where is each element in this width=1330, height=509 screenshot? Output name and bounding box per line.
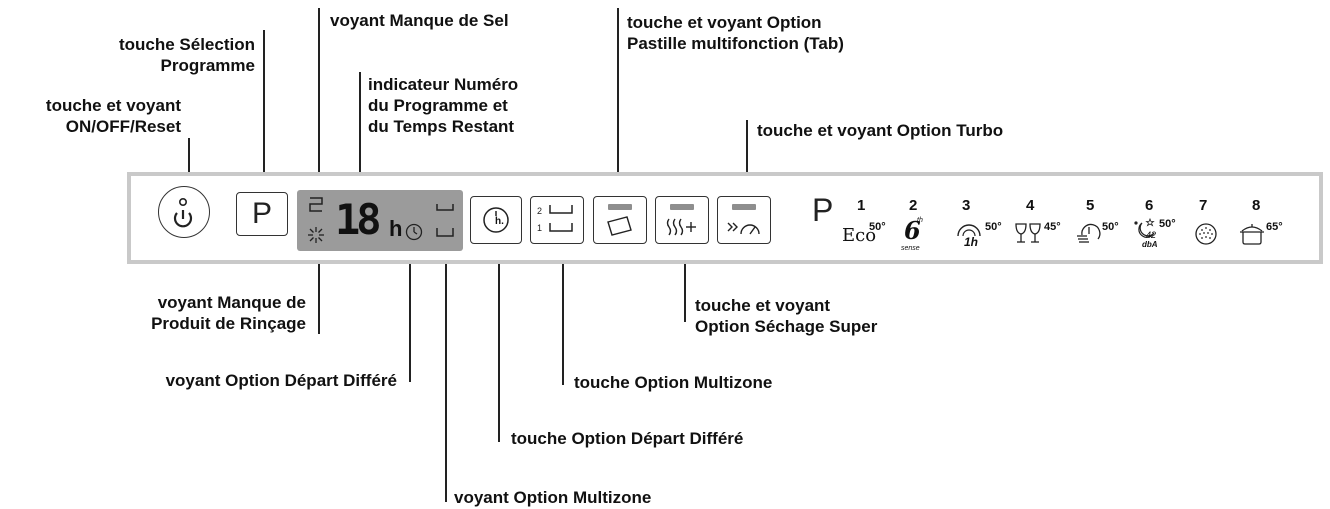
power-icon <box>174 198 193 228</box>
program-eco-symbol: Eco <box>842 225 877 246</box>
program-display: 18 h <box>297 190 463 251</box>
night-db-unit: dbA <box>1142 240 1158 249</box>
drying-plus-icon <box>666 218 696 236</box>
tab-option-button[interactable] <box>593 196 647 244</box>
one-hour-icon <box>957 224 981 237</box>
label-turbo: touche et voyant Option Turbo <box>757 121 1004 140</box>
turbo-button[interactable] <box>717 196 771 244</box>
delay-start-button[interactable]: h. <box>470 196 522 244</box>
leader-tab <box>617 8 619 174</box>
night-moon-icon <box>1134 217 1155 238</box>
tablet-icon <box>607 216 632 236</box>
multizone-led-icon <box>436 204 454 237</box>
leader-delay-key <box>498 254 500 442</box>
label-delay-key: touche Option Départ Différé <box>511 429 744 448</box>
program-6th-sense-sub: sense <box>901 245 920 252</box>
super-dry-button[interactable] <box>655 196 709 244</box>
delay-start-led-icon <box>405 223 423 241</box>
program-5-temp: 50° <box>1102 221 1119 233</box>
program-digits: 18 <box>335 195 382 244</box>
one-hour-text: 1h <box>964 235 979 249</box>
salt-icon <box>309 197 323 212</box>
program-number-2: 2 <box>909 197 918 214</box>
leader-salt <box>318 8 320 189</box>
program-number-3: 3 <box>962 197 971 214</box>
super-dry-led <box>670 204 694 210</box>
night-db-value: 42 <box>1146 230 1157 240</box>
multizone-button[interactable]: 2 1 <box>530 196 584 244</box>
hours-unit: h <box>389 216 403 241</box>
program-number-8: 8 <box>1252 197 1261 214</box>
turbo-icon <box>727 222 760 235</box>
program-number-4: 4 <box>1026 197 1035 214</box>
program-8-temp: 65° <box>1266 221 1283 233</box>
pot-icon <box>1240 224 1264 245</box>
program-number-1: 1 <box>857 197 866 214</box>
program-number-6: 6 <box>1145 197 1154 214</box>
tab-option-led <box>608 204 632 210</box>
program-6-temp: 50° <box>1159 218 1176 230</box>
program-1-temp: 50° <box>869 221 886 233</box>
programs-header: P <box>812 192 834 228</box>
program-6th-sense-sup: th <box>917 217 923 224</box>
label-delay-led: voyant Option Départ Différé <box>165 371 397 390</box>
delay-start-hours-text: h. <box>495 216 504 227</box>
leader-multizone-led <box>445 250 447 502</box>
multizone-level-upper: 2 <box>537 206 543 216</box>
leader-turbo <box>746 120 748 192</box>
program-select-button[interactable]: P <box>236 192 288 236</box>
label-salt: voyant Manque de Sel <box>330 11 509 30</box>
power-button[interactable] <box>158 186 210 238</box>
program-select-letter: P <box>251 197 272 230</box>
label-multizone-led: voyant Option Multizone <box>454 488 652 507</box>
turbo-led <box>732 204 756 210</box>
multizone-level-lower: 1 <box>537 223 543 233</box>
leader-delay-led <box>409 250 411 382</box>
program-6th-sense-symbol: 6 <box>904 216 921 245</box>
program-number-5: 5 <box>1086 197 1095 214</box>
program-3-temp: 50° <box>985 221 1002 233</box>
program-4-temp: 45° <box>1044 221 1061 233</box>
program-number-7: 7 <box>1199 197 1208 214</box>
multizone-rack-icon <box>549 205 573 232</box>
leader-on-off <box>188 138 190 178</box>
glasses-icon <box>1015 223 1041 243</box>
leader-rinse <box>318 240 320 334</box>
leader-program-select <box>263 30 265 185</box>
quick-wash-icon <box>1077 223 1101 243</box>
rinse-aid-icon <box>308 227 324 243</box>
leader-multizone-key <box>562 254 564 385</box>
leader-program-number <box>359 72 361 190</box>
soak-icon <box>1195 223 1217 245</box>
leader-super-dry <box>684 254 686 322</box>
label-multizone-key: touche Option Multizone <box>574 373 773 392</box>
